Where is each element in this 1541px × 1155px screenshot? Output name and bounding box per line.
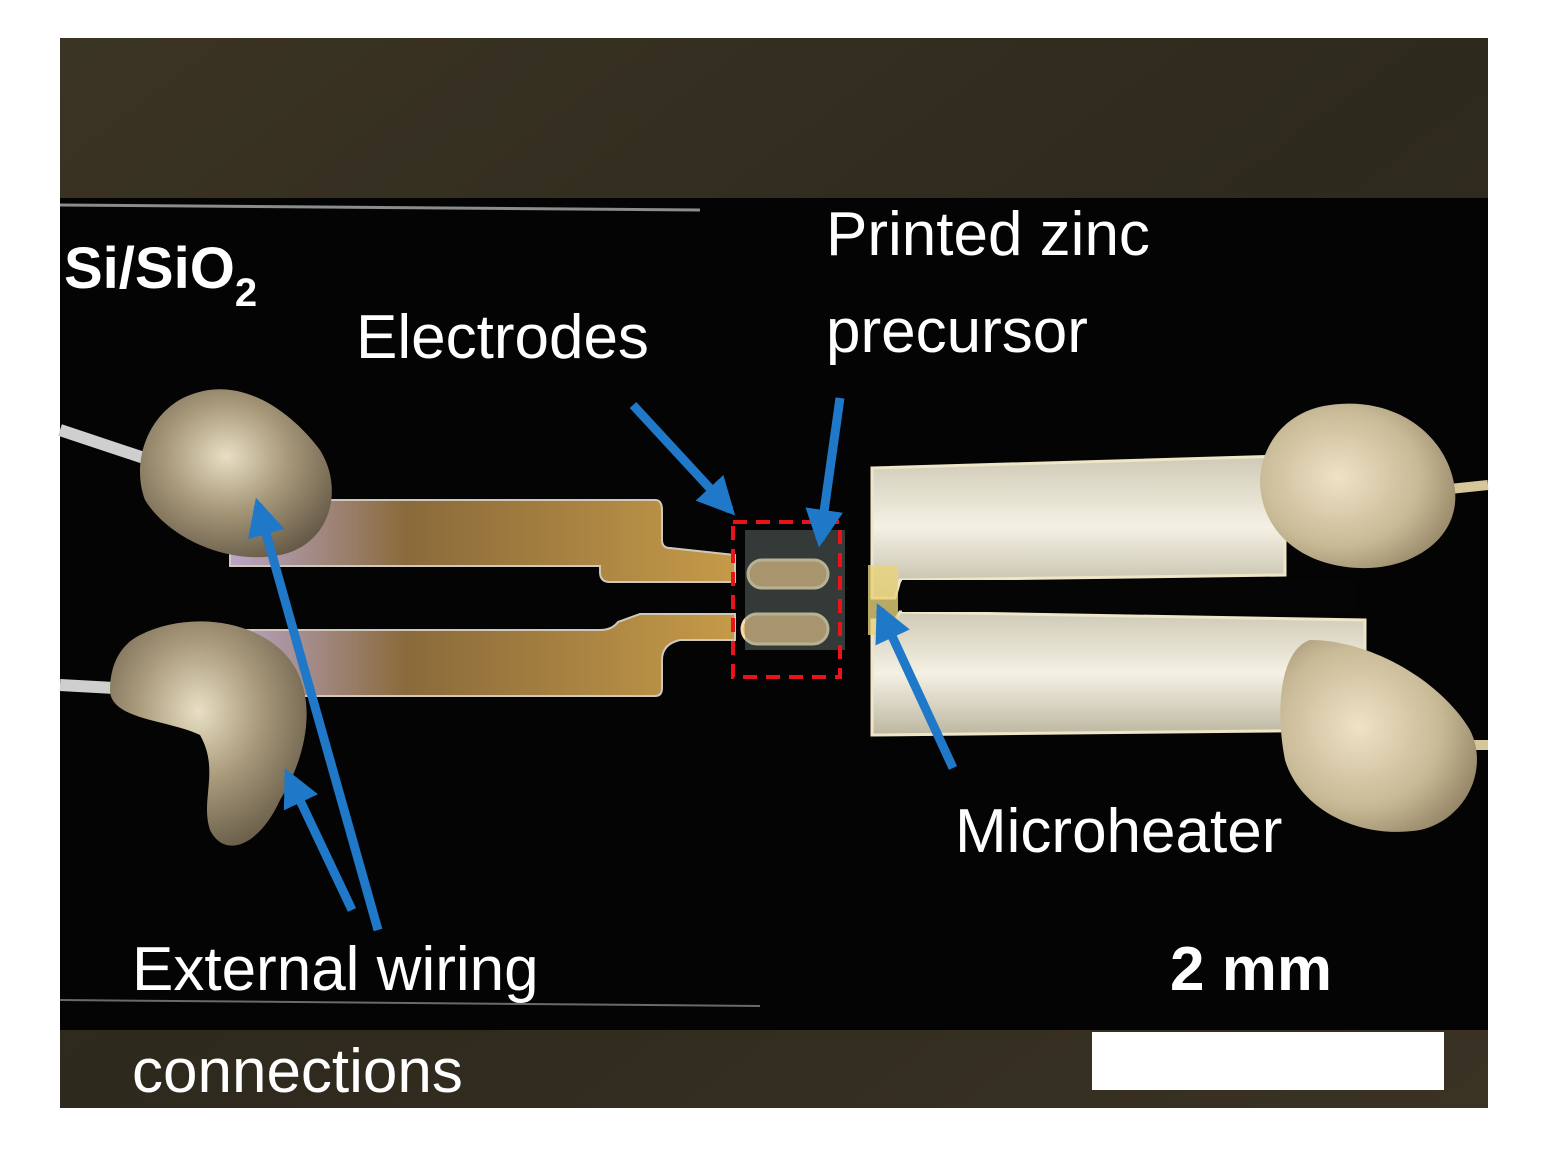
precursor-label-line1: Printed zinc <box>826 200 1150 269</box>
solder-blob-right-top <box>1260 403 1456 569</box>
electrode-trace-bottom <box>229 613 736 697</box>
arrow-wiring-bottom <box>283 768 357 912</box>
scale-bar <box>1092 1032 1444 1090</box>
microheater-label: Microheater <box>955 797 1282 866</box>
electrodes-label: Electrodes <box>356 303 649 372</box>
arrow-microheater <box>875 603 958 770</box>
arrow-precursor <box>805 397 845 548</box>
annotation-arrows <box>248 397 958 932</box>
precursor-label-line2: precursor <box>826 297 1088 366</box>
chip-edge-top <box>59 203 701 212</box>
wiring-label-line1: External wiring <box>132 935 539 1004</box>
electrode-finger-top <box>746 558 830 590</box>
chip-edge-bottom <box>59 999 761 1007</box>
wiring-label-line2: connections <box>132 1037 463 1106</box>
arrow-wiring-top <box>248 497 383 932</box>
region-highlight-box <box>731 520 842 679</box>
electrode-trace-top <box>229 499 736 583</box>
substrate-label-subscript: 2 <box>235 271 257 315</box>
microheater-pad-top <box>870 454 1287 600</box>
zinc-precursor-deposit <box>745 530 845 650</box>
electrode-finger-bottom <box>740 612 830 646</box>
solder-blob-right-bottom <box>1280 640 1477 832</box>
arrow-electrodes <box>629 401 736 516</box>
solder-blob-left-bottom <box>110 621 307 846</box>
substrate-label: Si/SiO2 <box>64 236 257 315</box>
microheater-gap <box>902 580 1357 612</box>
scale-bar-label: 2 mm <box>1170 935 1332 1004</box>
substrate-label-main: Si/SiO <box>64 236 235 301</box>
